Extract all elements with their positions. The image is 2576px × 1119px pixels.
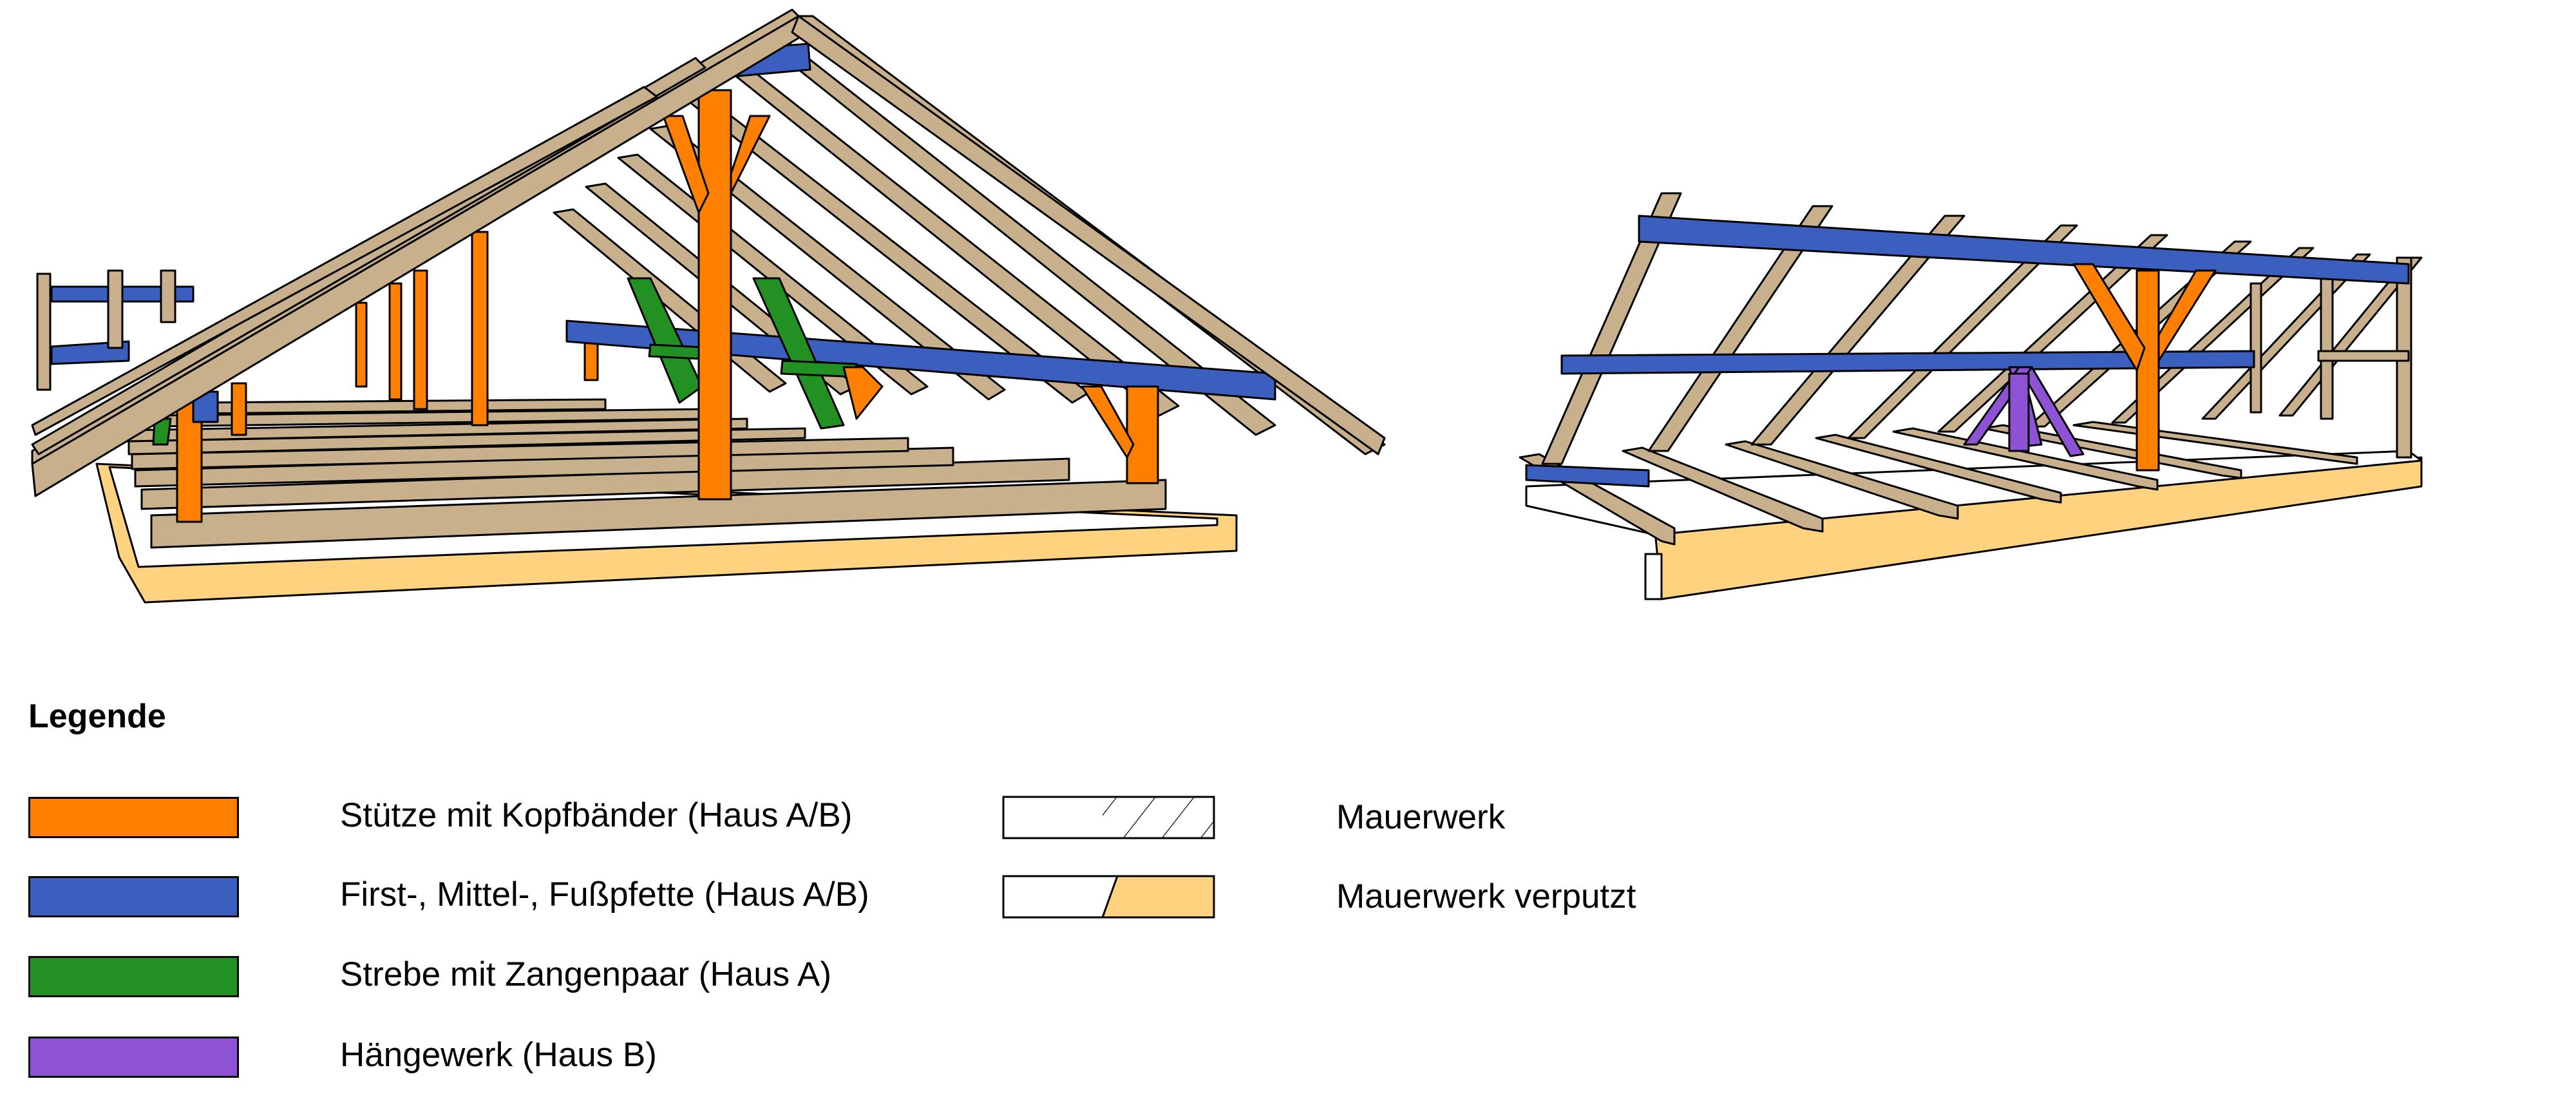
floor-joists bbox=[126, 398, 1167, 549]
legend-label-stuetze: Stütze mit Kopfbänder (Haus A/B) bbox=[340, 796, 853, 834]
masonry-unplastered-b bbox=[1644, 553, 1663, 600]
ridge-purlin-b bbox=[1638, 215, 2410, 285]
haengewerk bbox=[1963, 366, 2085, 457]
roof-model-haus-b bbox=[1519, 192, 2423, 600]
foot-purlin-b bbox=[1525, 464, 1650, 488]
swatch-stuetze bbox=[28, 797, 239, 838]
gable-posts bbox=[36, 269, 176, 391]
legend-label-mauerwerk-verputzt: Mauerwerk verputzt bbox=[1336, 877, 1636, 915]
legend-label-haengewerk: Hängewerk (Haus B) bbox=[340, 1036, 657, 1074]
legend-label-pfette: First-, Mittel-, Fußpfette (Haus A/B) bbox=[340, 875, 869, 913]
purlins-haus-a bbox=[50, 43, 1276, 423]
post-b bbox=[2072, 263, 2217, 472]
swatch-strebe bbox=[28, 956, 239, 997]
gable-rafters-front bbox=[31, 8, 1386, 497]
mid-purlin-b bbox=[1560, 350, 2255, 375]
swatch-pfette bbox=[28, 876, 239, 917]
swatch-mauerwerk-verputzt bbox=[1002, 875, 1215, 919]
swatch-haengewerk bbox=[28, 1037, 239, 1078]
legend-title: Legende bbox=[28, 698, 166, 735]
legend-label-mauerwerk: Mauerwerk bbox=[1336, 798, 1506, 836]
legend-label-strebe: Strebe mit Zangenpaar (Haus A) bbox=[340, 955, 831, 993]
posts-front bbox=[662, 89, 1159, 501]
gable-posts-b bbox=[2249, 256, 2412, 459]
roof-model-haus-a bbox=[31, 8, 1386, 604]
swatch-mauerwerk bbox=[1002, 796, 1215, 839]
